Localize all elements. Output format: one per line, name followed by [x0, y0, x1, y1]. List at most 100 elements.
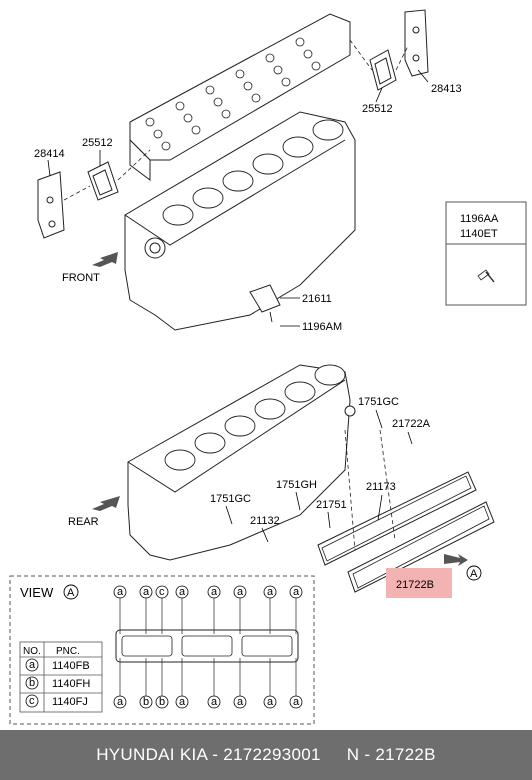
row-letter: b	[29, 677, 35, 689]
callout-circle-top	[207, 585, 221, 599]
view-callout-letter: A	[470, 568, 478, 580]
callout-circle-bottom	[289, 695, 303, 709]
callout-circle-top	[155, 585, 169, 599]
bracket-21611	[249, 284, 281, 323]
head-hole	[221, 109, 231, 119]
label-25512-left: 25512	[82, 137, 113, 149]
callout-letter-top: a	[267, 586, 274, 598]
cylinder-bore	[162, 204, 194, 226]
cylinder-head	[129, 13, 351, 181]
cylinder-bore	[282, 136, 314, 158]
label-21751: 21751	[316, 499, 347, 511]
callout-circle-bottom	[175, 695, 189, 709]
label-21722B: 21722B	[396, 579, 434, 591]
callout-letter-bottom: a	[179, 696, 186, 708]
callout-letter-bottom: b	[143, 696, 149, 708]
inset-line-1: 1196AA	[460, 213, 499, 225]
front-label: FRONT	[62, 272, 100, 284]
callout-letter-top: a	[211, 586, 218, 598]
table-header-pnc: PNC.	[56, 646, 80, 657]
head-hole	[303, 49, 313, 59]
head-hole	[183, 113, 193, 123]
head-hole	[213, 97, 223, 107]
view-title: VIEW	[20, 585, 54, 600]
label-1196AM: 1196AM	[302, 321, 342, 333]
row-letter-circle	[25, 694, 39, 708]
label-21173: 21173	[366, 481, 396, 493]
bracket-28413	[404, 9, 429, 77]
callout-circle-bottom	[139, 695, 153, 709]
cylinder-bore	[224, 415, 256, 437]
label-28413: 28413	[431, 83, 462, 95]
head-hole	[295, 37, 305, 47]
row-letter-circle	[25, 658, 39, 672]
cover-21722B	[347, 501, 495, 593]
label-21722A: 21722A	[392, 418, 431, 430]
cylinder-bore	[254, 398, 286, 420]
table-header-no: NO.	[23, 646, 41, 657]
label-1751GC-low: 1751GC	[210, 493, 251, 505]
callout-letter-top: a	[237, 586, 244, 598]
cylinder-bore	[312, 119, 344, 141]
footer-bar: HYUNDAI KIA - 2172293001 N - 21722B	[0, 730, 532, 780]
callout-circle-bottom	[263, 695, 277, 709]
row-letter: a	[29, 659, 36, 671]
head-hole	[281, 77, 291, 87]
bracket-28414	[37, 171, 65, 239]
parts-diagram: FRONT REAR A 28413 25512 28414 25512 216…	[9, 9, 527, 725]
callout-letter-bottom: b	[159, 696, 165, 708]
callout-letter-bottom: a	[267, 696, 274, 708]
row-pnc: 1140FH	[52, 678, 90, 690]
callout-circle-top	[139, 585, 153, 599]
callout-letter-top: a	[117, 586, 124, 598]
view-circle-letter: A	[67, 587, 75, 599]
head-hole	[191, 125, 201, 135]
callout-letter-bottom: a	[237, 696, 244, 708]
cylinder-bore	[194, 432, 226, 454]
callout-circle-top	[113, 585, 127, 599]
label-1751GH: 1751GH	[276, 479, 317, 491]
view-arrow	[444, 554, 468, 566]
gasket-21173	[317, 471, 477, 566]
callout-circle-top	[263, 585, 277, 599]
cylinder-bore	[222, 170, 254, 192]
head-hole	[243, 81, 253, 91]
gasket-25512-left	[87, 161, 119, 201]
callout-letter-top: a	[179, 586, 186, 598]
inset-line-2: 1140ET	[460, 228, 498, 240]
head-hole	[265, 53, 275, 63]
head-hole	[161, 141, 171, 151]
head-hole	[235, 69, 245, 79]
label-1751GC-top: 1751GC	[358, 396, 399, 408]
highlight-21722B	[386, 568, 452, 598]
callout-letter-bottom: a	[117, 696, 124, 708]
row-letter: c	[29, 695, 35, 707]
cylinder-bore	[314, 364, 346, 386]
row-pnc: 1140FB	[52, 660, 90, 672]
inset-bolt-box: 1196AA 1140ET	[445, 201, 527, 306]
label-28414: 28414	[34, 148, 65, 160]
head-hole	[311, 61, 321, 71]
callout-circle-top	[175, 585, 189, 599]
cylinder-bore	[164, 449, 196, 471]
footer-part-number: N - 21722B	[346, 745, 436, 764]
cylinder-bore	[192, 187, 224, 209]
callout-letter-top: a	[143, 586, 150, 598]
head-hole	[273, 65, 283, 75]
label-25512-top: 25512	[362, 103, 393, 115]
label-21132: 21132	[250, 515, 280, 527]
front-arrow	[92, 252, 118, 267]
label-21611: 21611	[302, 293, 332, 305]
callout-circle-top	[289, 585, 303, 599]
callout-circle-bottom	[155, 695, 169, 709]
cylinder-bore	[284, 381, 316, 403]
footer-brand-code: HYUNDAI KIA - 2172293001	[96, 745, 321, 764]
view-a-panel: VIEW A NO. PNC. a 1140FB b 1140FH c 1140FJ a a…	[9, 575, 315, 725]
cylinder-block-upper	[124, 111, 356, 331]
head-hole	[251, 93, 261, 103]
row-pnc: 1140FJ	[52, 696, 88, 708]
head-hole	[205, 85, 215, 95]
cylinder-bore	[252, 153, 284, 175]
view-gasket	[115, 629, 299, 663]
callout-letter-top: a	[293, 586, 300, 598]
